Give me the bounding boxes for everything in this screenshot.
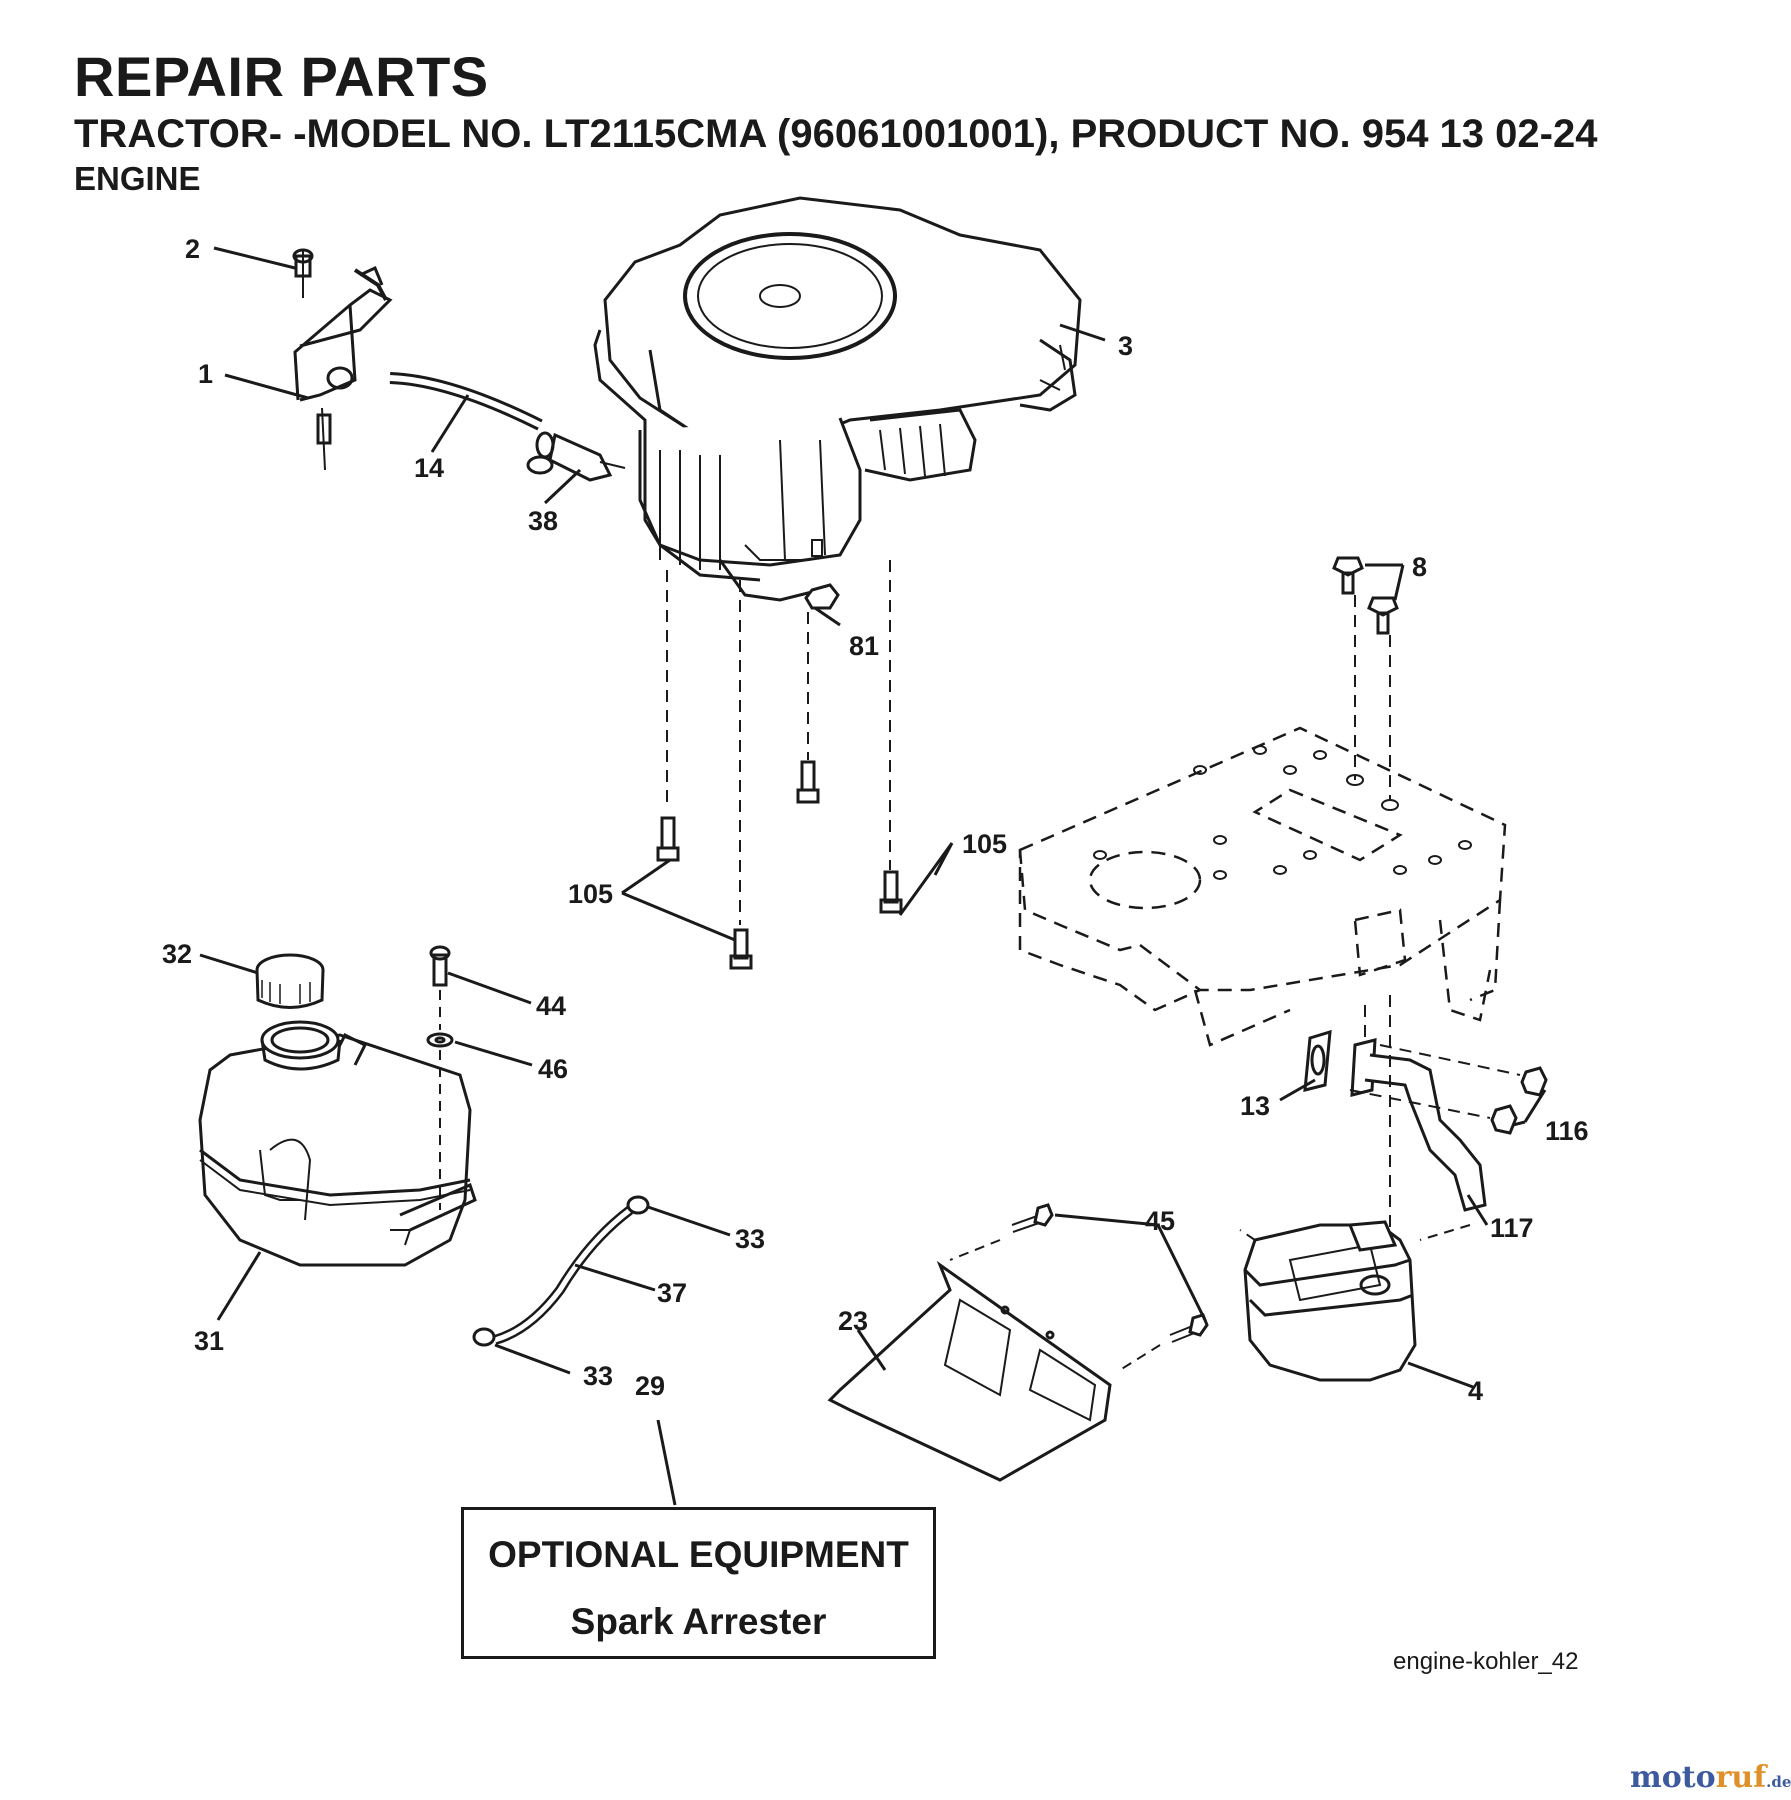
leader-lines (199, 246, 1547, 1506)
callout-105-right: 105 (962, 829, 1007, 859)
callout-13: 13 (1240, 1091, 1270, 1121)
callout-38: 38 (528, 506, 558, 536)
callout-45: 45 (1145, 1206, 1175, 1236)
nut-81-part (804, 583, 840, 610)
diagram-reference: engine-kohler_42 (1393, 1648, 1579, 1675)
heat-shield-part (827, 1260, 1112, 1482)
watermark-part-2: ruf (1715, 1760, 1767, 1795)
callout-8: 8 (1412, 552, 1427, 582)
callout-105-left: 105 (568, 879, 613, 909)
model-line: TRACTOR- -MODEL NO. LT2115CMA (960610010… (74, 112, 1598, 156)
callout-44: 44 (536, 991, 566, 1021)
muffler-part (1243, 1220, 1417, 1382)
callout-3: 3 (1118, 331, 1133, 361)
screw-44-part (426, 945, 454, 1048)
callout-14: 14 (414, 453, 444, 483)
fuel-cap-part (255, 953, 325, 1009)
callout-46: 46 (538, 1054, 568, 1084)
optional-equipment-heading: OPTIONAL EQUIPMENT (488, 1534, 909, 1575)
frame-part (1018, 726, 1507, 1047)
throttle-control-part (292, 248, 393, 471)
optional-equipment-box: OPTIONAL EQUIPMENT Spark Arrester (461, 1507, 936, 1659)
callout-81: 81 (849, 631, 879, 661)
exhaust-pipe-part (1303, 1029, 1548, 1212)
mount-guide-lines (666, 560, 891, 925)
fuel-hose-part (472, 1195, 650, 1347)
watermark-part-3: .de (1766, 1773, 1791, 1791)
watermark-part-1: moto (1630, 1760, 1716, 1795)
callout-23: 23 (838, 1306, 868, 1336)
callout-33-bottom: 33 (583, 1361, 613, 1391)
bolt-8-part (1332, 556, 1399, 635)
page-title: REPAIR PARTS (74, 45, 489, 108)
callout-116: 116 (1545, 1116, 1589, 1146)
callout-33-top: 33 (735, 1224, 765, 1254)
callout-37: 37 (657, 1278, 687, 1308)
optional-equipment-item: Spark Arrester (570, 1601, 827, 1642)
callout-29: 29 (635, 1371, 665, 1401)
callout-31: 31 (194, 1326, 224, 1356)
frame-holes (1093, 745, 1472, 880)
callout-2: 2 (185, 234, 200, 264)
screw-45-part (1011, 1203, 1209, 1343)
fuel-tank-part (198, 1020, 477, 1267)
callout-1: 1 (198, 359, 213, 389)
section-title: ENGINE (74, 160, 201, 197)
fuel-line-part (389, 372, 626, 482)
watermark-logo: motoruf.de (1630, 1760, 1791, 1795)
engine-part (593, 196, 1082, 602)
bolt-105-part (656, 760, 903, 970)
callout-4: 4 (1468, 1376, 1483, 1406)
callout-32: 32 (162, 939, 192, 969)
callout-117: 117 (1490, 1213, 1534, 1243)
